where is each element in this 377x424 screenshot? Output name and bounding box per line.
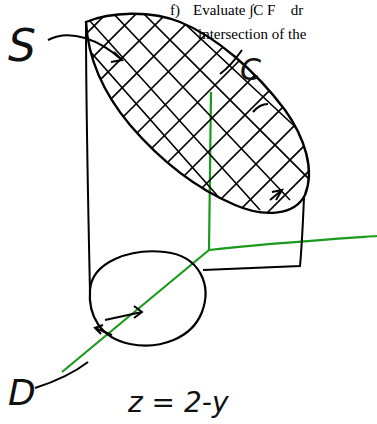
cylinder-side xyxy=(86,24,90,292)
problem-number: f) xyxy=(170,2,180,19)
surface-hatching xyxy=(60,0,330,230)
cylinder-side xyxy=(203,198,304,270)
pointer-arrows xyxy=(35,35,282,388)
region-label: D xyxy=(8,372,36,413)
boundary-curve xyxy=(86,14,309,213)
plane-equation: z = 2-y xyxy=(128,386,228,419)
problem-text: Evaluate ∫C F⃗ dr⃗ xyxy=(193,2,315,19)
axes xyxy=(62,92,377,372)
problem-text: intersection of the xyxy=(198,26,306,43)
surface-label: S xyxy=(8,20,36,71)
base-disk xyxy=(90,251,206,345)
curve-label: C xyxy=(240,52,261,87)
